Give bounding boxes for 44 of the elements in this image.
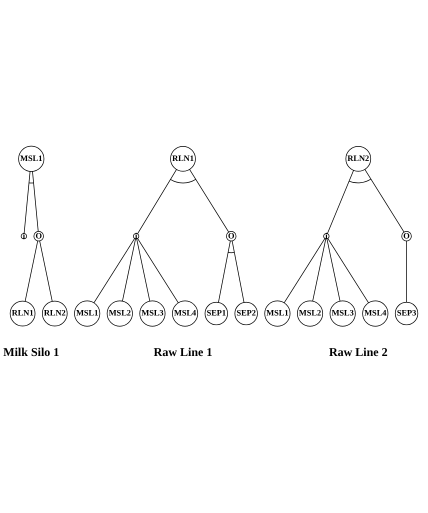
node-circle: MSL1 (74, 300, 100, 327)
connector (136, 238, 150, 302)
tree-caption: Milk Silo 1 (3, 344, 60, 360)
node-circle: O (226, 231, 236, 242)
connector (312, 238, 326, 302)
connector (32, 171, 39, 232)
connector (364, 169, 404, 233)
node-circle: MSL1 (264, 300, 290, 327)
tree-caption: Raw Line 1 (154, 344, 212, 360)
node-circle: SEP3 (394, 302, 418, 326)
node-circle: O (34, 231, 44, 242)
node-circle: MSL3 (139, 300, 166, 327)
node-circle: MSL2 (106, 300, 133, 327)
node-circle: i (20, 233, 27, 240)
connector (24, 240, 38, 302)
node-circle: i (323, 233, 330, 240)
connector (39, 240, 53, 302)
connector (218, 240, 231, 304)
node-circle: RLN1 (170, 146, 196, 172)
connector (406, 240, 407, 303)
node-circle: O (401, 231, 412, 242)
connector (94, 238, 136, 304)
connector (122, 238, 136, 302)
node-circle: MSL4 (362, 300, 388, 327)
connector (189, 169, 230, 233)
connector (326, 238, 340, 302)
node-circle: MSL1 (18, 146, 44, 172)
connector (137, 169, 177, 235)
node-circle: MSL2 (297, 300, 324, 327)
node-circle: RLN1 (10, 301, 36, 327)
node-circle: RLN2 (42, 301, 68, 327)
connector (24, 171, 30, 234)
node-circle: MSL4 (172, 300, 198, 327)
connector (137, 238, 179, 304)
connector (232, 240, 244, 304)
node-circle: MSL3 (330, 300, 356, 327)
node-circle: RLN2 (346, 146, 372, 172)
connector (327, 238, 369, 304)
node-circle: i (133, 233, 140, 240)
connector (284, 238, 326, 304)
tree-caption: Raw Line 2 (328, 344, 388, 360)
node-circle: SEP1 (204, 302, 228, 326)
connector (327, 170, 354, 234)
node-circle: SEP2 (234, 302, 258, 326)
